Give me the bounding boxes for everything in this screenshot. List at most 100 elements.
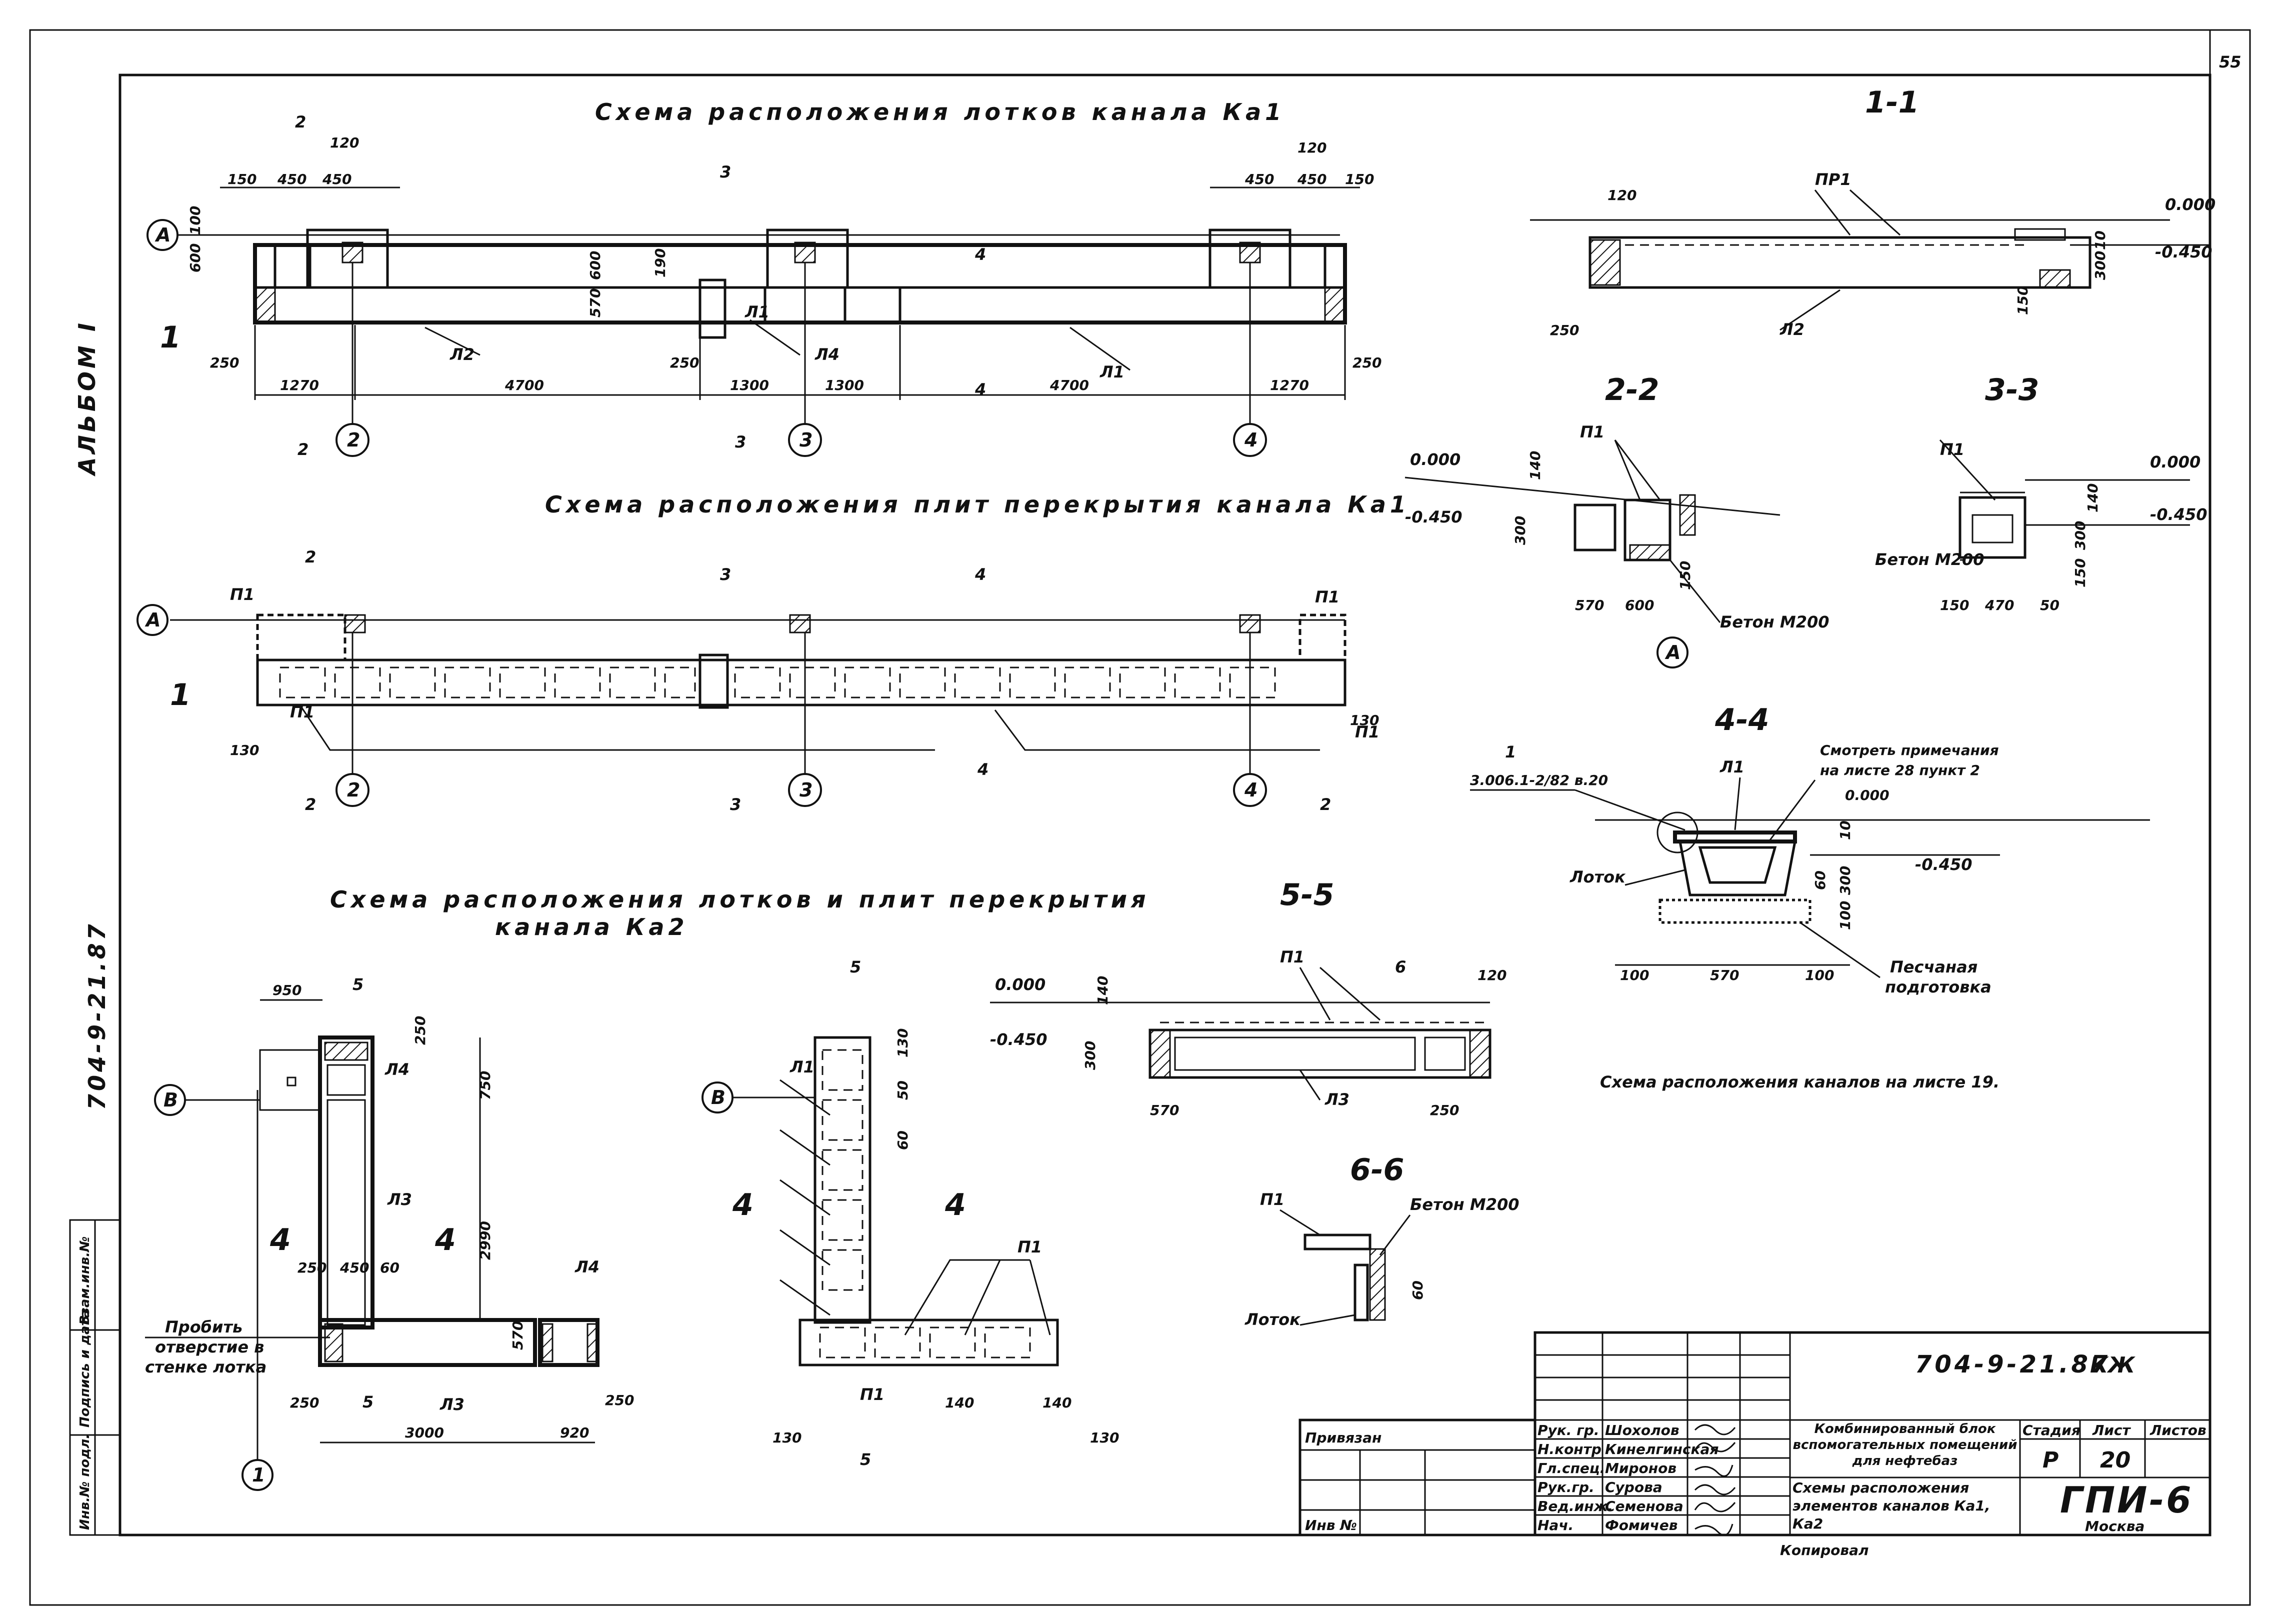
dim-600-l: 600 [187, 244, 204, 272]
ka2s-dim-140-b: 140 [1042, 1394, 1072, 1411]
tb-role-1: Рук. гр. [1538, 1422, 1599, 1438]
ka2-dim-950: 950 [272, 982, 302, 998]
sec55-dim-140: 140 [1094, 976, 1111, 1005]
slab-cut-1: 1 [170, 678, 191, 712]
dim-250-c: 250 [670, 354, 699, 371]
tb-role-6: Нач. [1538, 1517, 1574, 1534]
sec55-label-l3: Л3 [1324, 1090, 1350, 1109]
page-number: 55 [2219, 52, 2242, 72]
side-designation: 704-9-21.87 [84, 921, 110, 1110]
axis-4: 4 [1244, 429, 1258, 451]
dim-120-tr: 120 [1298, 140, 1326, 156]
sec33-level-0: 0.000 [2150, 452, 2200, 472]
ka2s-dim-130-r: 130 [1090, 1430, 1119, 1446]
sec55-title: 5-5 [1280, 878, 1334, 912]
slab-dim-130-r: 130 [1350, 712, 1379, 728]
ka2s-dim-130-top: 130 [894, 1028, 911, 1058]
sec22-dim-300: 300 [1512, 516, 1528, 545]
sec44-label-lotok: Лоток [1570, 868, 1626, 886]
slab-label-p1-a: П1 [230, 585, 254, 604]
sec44-ref-code: 3.006.1-2/82 в.20 [1470, 772, 1608, 788]
tb-sheet-h: Лист [2092, 1422, 2131, 1438]
ka2s-dim-140-a: 140 [945, 1394, 974, 1411]
sec22-level-450: -0.450 [1405, 508, 1462, 526]
side-album: АЛЬБОМ I [74, 320, 100, 476]
ka2-cut-4-l: 4 [270, 1222, 291, 1258]
dim-190: 190 [652, 248, 668, 278]
ka2-cut-5-bot: 5 [362, 1392, 374, 1412]
ka2-dim-250-r: 250 [605, 1392, 634, 1408]
label-l1-b: Л1 [1100, 362, 1124, 382]
ka2-cut-5-top: 5 [352, 975, 364, 994]
sec11-dim-10: 10 [2092, 230, 2108, 250]
sec11-dim-150: 150 [2014, 286, 2031, 315]
cut-3-top: 3 [720, 162, 731, 182]
axis-3: 3 [800, 429, 812, 451]
plan-ka2-trays: Схема расположения лотков и плит перекры… [145, 886, 1150, 1491]
sec33-label-beton: Бетон М200 [1875, 550, 1984, 569]
slab-label-p1-d: П1 [1355, 722, 1380, 742]
tb-sheet-title: Схемы расположения элементов каналов Ка1… [1792, 1480, 1990, 1532]
inner-frame [118, 74, 2212, 1536]
tb-name-1: Шохолов [1605, 1422, 1680, 1438]
slab-cut-2-bot: 2 [305, 795, 316, 814]
axis-2: 2 [347, 429, 360, 451]
ka2-label-l3-h: Л3 [440, 1395, 464, 1414]
sec44-label-sand-2: подготовка [1885, 978, 1992, 996]
plan-trays-title: Схема расположения лотков канала Ка1 [595, 98, 1285, 126]
tb-stage: Р [2042, 1448, 2058, 1473]
sec33-label-p1: П1 [1940, 440, 1964, 459]
outer-frame [29, 29, 2251, 1606]
tb-name-4: Сурова [1605, 1479, 1662, 1496]
ka2s-cut-4-l: 4 [732, 1188, 754, 1222]
ka2-note-2: отверстие в [155, 1338, 264, 1356]
ka2-title-2: канала Ка2 [495, 914, 688, 940]
ka2s-cut-4-r: 4 [944, 1188, 966, 1222]
sec33-dim-50: 50 [2040, 597, 2060, 614]
sec44-level-450: -0.450 [1915, 855, 1972, 874]
section-6-6: 6-6 П1 Бетон М200 Лоток 60 [1244, 1152, 1520, 1329]
sec55-label-p1: П1 [1280, 948, 1304, 966]
dim-450-tr: 450 [1244, 171, 1274, 188]
sec22-label-beton: Бетон М200 [1720, 612, 1830, 632]
sec44-ref: 1 [1505, 742, 1516, 762]
sec22-dim-570: 570 [1575, 597, 1604, 614]
sec11-dim-120: 120 [1608, 187, 1636, 204]
cut-4-bot: 4 [974, 380, 986, 399]
sec22-dim-150: 150 [1677, 561, 1694, 590]
sec11-dim-250: 250 [1550, 322, 1579, 338]
sec33-level-450: -0.450 [2150, 505, 2208, 524]
ka2s-cut-5-top: 5 [850, 958, 861, 976]
section-1-1: 1-1 ПР1 Л2 0.000 -0.450 120 250 300 10 1… [1530, 85, 2216, 339]
sec44-note-2: на листе 28 пункт 2 [1820, 762, 1980, 778]
sec44-note-1: Смотреть примечания [1820, 742, 1999, 758]
slab-cut-3-top: 3 [720, 565, 731, 584]
sec55-cut-6: 6 [1395, 958, 1406, 976]
tb-name-6: Фомичев [1605, 1517, 1678, 1534]
ka2-label-l4-r: Л4 [574, 1258, 600, 1276]
ka2-axis-1: 1 [252, 1464, 265, 1486]
ka2s-label-p1-top: П1 [1018, 1238, 1042, 1256]
sec11-label-pr1: ПР1 [1815, 170, 1852, 189]
dim-450-tl: 450 [277, 171, 306, 188]
dim-120-tl: 120 [330, 134, 359, 151]
section-5-5: 5-5 П1 Л3 0.000 -0.450 140 300 570 250 1… [990, 878, 1506, 1118]
section-3-3: 3-3 П1 0.000 -0.450 Бетон М200 140 300 1… [1875, 372, 2208, 614]
slab-axis-4: 4 [1244, 779, 1258, 801]
tb-city: Москва [2085, 1518, 2144, 1534]
sec55-dim-570: 570 [1150, 1102, 1179, 1118]
slab-axis-3: 3 [800, 779, 812, 801]
sec22-level-0: 0.000 [1410, 450, 1460, 469]
tb-org: ГПИ-6 [2060, 1479, 2193, 1521]
ka2-dim-3000: 3000 [405, 1424, 444, 1441]
ka2s-label-p1-bot: П1 [860, 1385, 884, 1404]
sec22-title: 2-2 [1605, 372, 1659, 408]
ka2-title-1: Схема расположения лотков и плит перекры… [330, 886, 1150, 913]
ka2s-dim-130-l: 130 [772, 1430, 802, 1446]
dim-450-tr2: 450 [1297, 171, 1326, 188]
sec66-title: 6-6 [1350, 1152, 1404, 1188]
sec33-dim-470: 470 [1984, 597, 2014, 614]
label-l1-a: Л1 [744, 302, 770, 322]
section-4-4: 4-4 1 3.006.1-2/82 в.20 Смотреть примеча… [1470, 702, 2150, 996]
sec55-level-450: -0.450 [990, 1030, 1048, 1049]
